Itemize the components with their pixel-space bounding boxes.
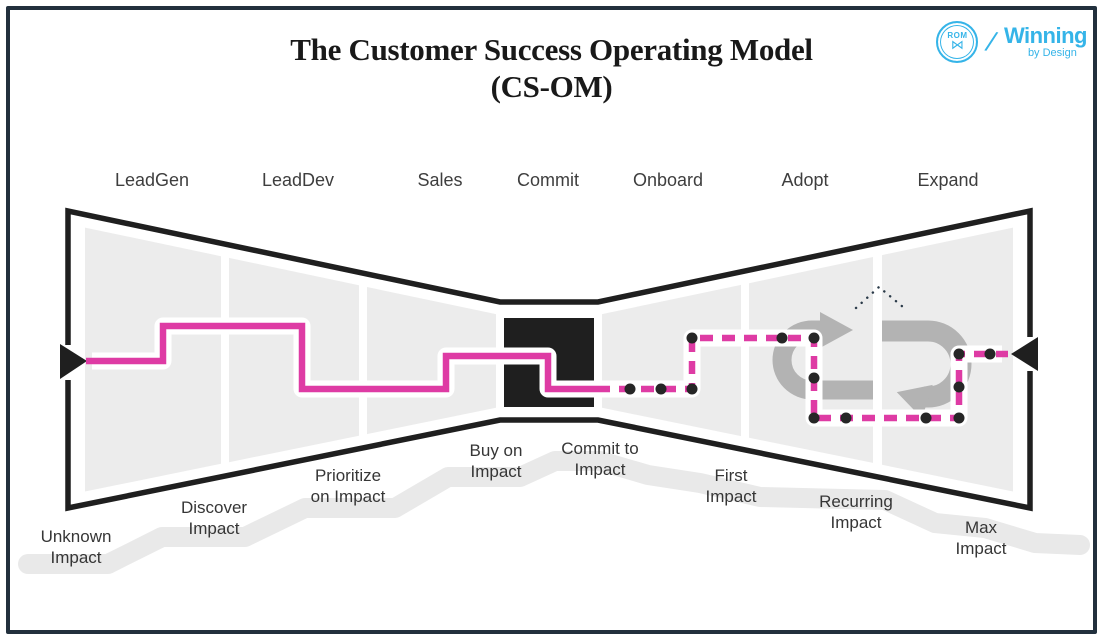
brand-name: Winning [1003, 23, 1088, 48]
stage-label-commit: Commit [517, 170, 579, 190]
impact-label-unknown: Unknown Impact [40, 527, 112, 567]
impact-staircase-band [18, 451, 1090, 574]
milestone-dot [984, 348, 996, 360]
customer-journey-line-solid [86, 322, 597, 393]
milestone-dot [776, 332, 788, 344]
milestone-dot [953, 348, 965, 360]
journey-milestone-dots [624, 332, 996, 424]
stage-label-expand: Expand [917, 170, 979, 190]
impact-label-buy: Buy on Impact [469, 441, 523, 481]
entry-arrows [60, 337, 1038, 379]
funnel-outline-top [65, 207, 1033, 345]
milestone-dot [808, 332, 820, 344]
impact-label-max: Max Impact [955, 518, 1007, 558]
milestone-dot [808, 372, 820, 384]
brand-tagline: by Design [1027, 47, 1077, 59]
funnel-outline-bottom [65, 371, 1033, 512]
page-title-line2: (CS-OM) [490, 68, 613, 104]
impact-label-first: First Impact [705, 466, 757, 506]
stage-label-leaddev: LeadDev [261, 170, 335, 190]
milestone-dot [808, 412, 820, 424]
milestone-dot [840, 412, 852, 424]
milestone-dot [686, 383, 698, 395]
stage-label-leadgen: LeadGen [114, 170, 190, 190]
left-entry-arrow-icon [60, 344, 87, 379]
milestone-dot [920, 412, 932, 424]
rom-badge-label: ROM [947, 31, 968, 41]
milestone-dot [953, 412, 965, 424]
funnel-outline [65, 207, 1033, 512]
rom-badge: ROM ⋈ [936, 21, 979, 63]
page-title-line1: The Customer Success Operating Model [290, 32, 813, 67]
adopt-loop-arrowhead-icon [820, 312, 853, 348]
stage-label-adopt: Adopt [781, 170, 829, 190]
milestone-dot [686, 332, 698, 344]
panel-onboard [602, 284, 741, 437]
brand-logo: ROM ⋈ / Winning by Design [936, 21, 1088, 63]
impact-label-prioritize: Prioritize on Impact [310, 466, 386, 506]
page-title: The Customer Success Operating Model (CS… [0, 32, 1103, 105]
impact-label-commit: Commit to Impact [561, 439, 639, 479]
stage-label-onboard: Onboard [632, 170, 704, 190]
milestone-dot [624, 383, 636, 395]
milestone-dot [655, 383, 667, 395]
brand-wordmark: Winning by Design [1003, 23, 1088, 59]
churn-dotted-arrow-icon [854, 285, 905, 310]
stage-label-sales: Sales [417, 170, 463, 190]
impact-label-discover: Discover Impact [180, 498, 248, 538]
milestone-dot [953, 381, 965, 393]
bowtie-icon: ⋈ [950, 38, 964, 54]
impact-label-recurring: Recurring Impact [819, 492, 893, 532]
right-entry-arrow-icon [1011, 337, 1038, 371]
